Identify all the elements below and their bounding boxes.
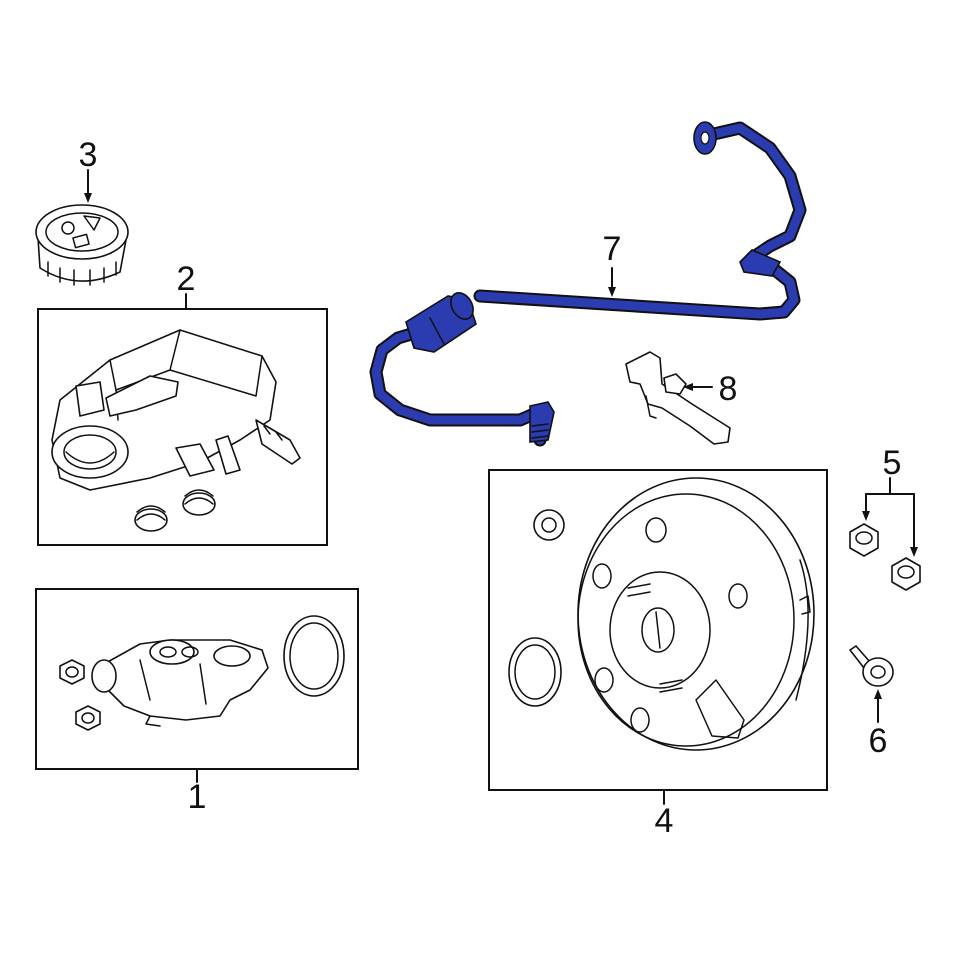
callout-2: 2 [177, 260, 196, 298]
hose-inline-filter [405, 292, 477, 353]
hose-end-fitting [693, 121, 717, 155]
hose-bracket [625, 351, 731, 445]
master-cylinder-o-ring [283, 615, 345, 697]
mounting-nut-2 [891, 557, 921, 591]
reservoir-cap [35, 204, 129, 286]
reservoir-grommet-1 [134, 505, 168, 532]
leader-lines [84, 169, 918, 805]
callout-8: 8 [719, 370, 738, 408]
callout-1: 1 [188, 778, 207, 816]
booster-seal-small [533, 509, 565, 541]
callout-5: 5 [883, 444, 902, 482]
mounting-nut-1 [849, 523, 879, 557]
brake-fluid-reservoir [51, 329, 301, 491]
master-cylinder-nut-2 [75, 705, 101, 731]
reservoir-box [37, 308, 328, 546]
brake-booster [577, 477, 815, 751]
callout-6: 6 [869, 722, 888, 760]
callout-4: 4 [655, 802, 674, 840]
reservoir-grommet-2 [182, 489, 216, 516]
stud-bolt [849, 645, 894, 687]
hose-elbow-connector [529, 401, 555, 443]
booster-gasket [508, 637, 562, 707]
callout-7: 7 [603, 230, 622, 268]
brake-booster-box [488, 469, 828, 791]
hose-check-valve [739, 249, 782, 277]
callout-3: 3 [79, 136, 98, 174]
master-cylinder [91, 639, 269, 727]
master-cylinder-nut-1 [59, 659, 85, 685]
